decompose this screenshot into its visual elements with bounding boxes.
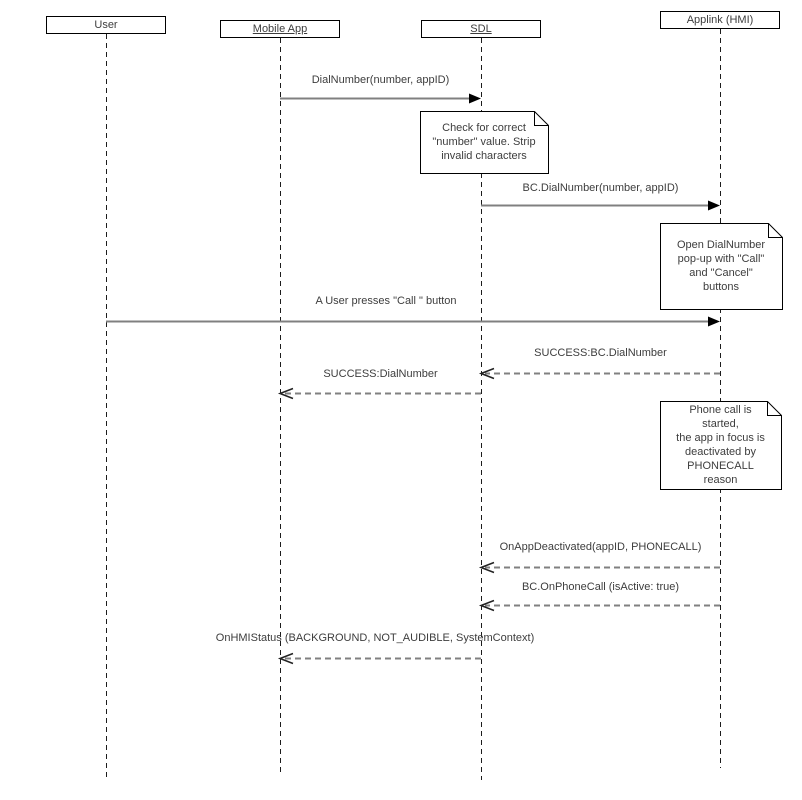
message-label-onappdeactivated: OnAppDeactivated(appID, PHONECALL) <box>499 541 702 553</box>
message-label-user-presses-call: A User presses "Call " button <box>315 295 457 307</box>
message-label-success-dialnumber: SUCCESS:DialNumber <box>323 368 438 380</box>
note-line: and "Cancel" <box>689 267 753 279</box>
actor-label-mobile-app: Mobile App <box>252 23 308 35</box>
actor-label-applink-hmi: Applink (HMI) <box>686 14 754 26</box>
note-line: pop-up with "Call" <box>677 253 765 265</box>
open-arrowhead-icon <box>277 387 294 400</box>
note-line: Open DialNumber <box>676 239 766 251</box>
open-arrowhead-icon <box>277 652 294 665</box>
actor-box-applink-hmi: Applink (HMI) <box>660 11 780 29</box>
note-shape-check-number <box>420 111 549 174</box>
note-line: buttons <box>702 281 740 293</box>
message-label-bc-dialnumber: BC.DialNumber(number, appID) <box>522 182 679 194</box>
note-line: Phone call is <box>689 404 752 416</box>
note-text-phone-call: Phone call is started, the app in focus is… <box>660 401 781 489</box>
note-line: the app in focus is <box>676 432 765 444</box>
actor-box-sdl: SDL <box>421 20 541 38</box>
note-line: deactivated by <box>685 446 756 458</box>
note-fold-icon <box>767 401 782 416</box>
filled-arrowhead-icon <box>708 200 720 211</box>
note-shape-phone-call <box>660 401 782 490</box>
note-shape-open-dialnumber <box>660 223 783 310</box>
note-fold-icon <box>534 111 549 126</box>
actor-box-user: User <box>46 16 166 34</box>
note-line: invalid characters <box>441 150 527 162</box>
message-label-bc-onphonecall: BC.OnPhoneCall (isActive: true) <box>521 581 680 593</box>
note-line: reason <box>703 474 738 486</box>
note-line: started, <box>702 418 739 430</box>
note-line: Check for correct <box>442 122 526 134</box>
actor-box-mobile-app: Mobile App <box>220 20 340 38</box>
filled-arrowhead-icon <box>708 316 720 327</box>
message-label-success-bc-dialnumber: SUCCESS:BC.DialNumber <box>534 347 667 359</box>
note-line: "number" value. Strip <box>432 136 536 148</box>
note-text-open-dialnumber: Open DialNumber pop-up with "Call" and "Ca… <box>660 223 782 309</box>
filled-arrowhead-icon <box>469 93 481 104</box>
note-text-check-number: Check for correct "number" value. Strip in… <box>420 111 548 173</box>
message-label-onhmistatus: OnHMIStatus (BACKGROUND, NOT_AUDIBLE, Sy… <box>215 632 535 644</box>
actor-label-user: User <box>94 19 118 31</box>
note-line: PHONECALL <box>687 460 754 472</box>
message-label-dialnumber: DialNumber(number, appID) <box>311 74 450 86</box>
open-arrowhead-icon <box>478 367 495 380</box>
note-fold-icon <box>768 223 783 238</box>
actor-label-sdl: SDL <box>470 23 492 35</box>
open-arrowhead-icon <box>478 561 495 574</box>
open-arrowhead-icon <box>478 599 495 612</box>
